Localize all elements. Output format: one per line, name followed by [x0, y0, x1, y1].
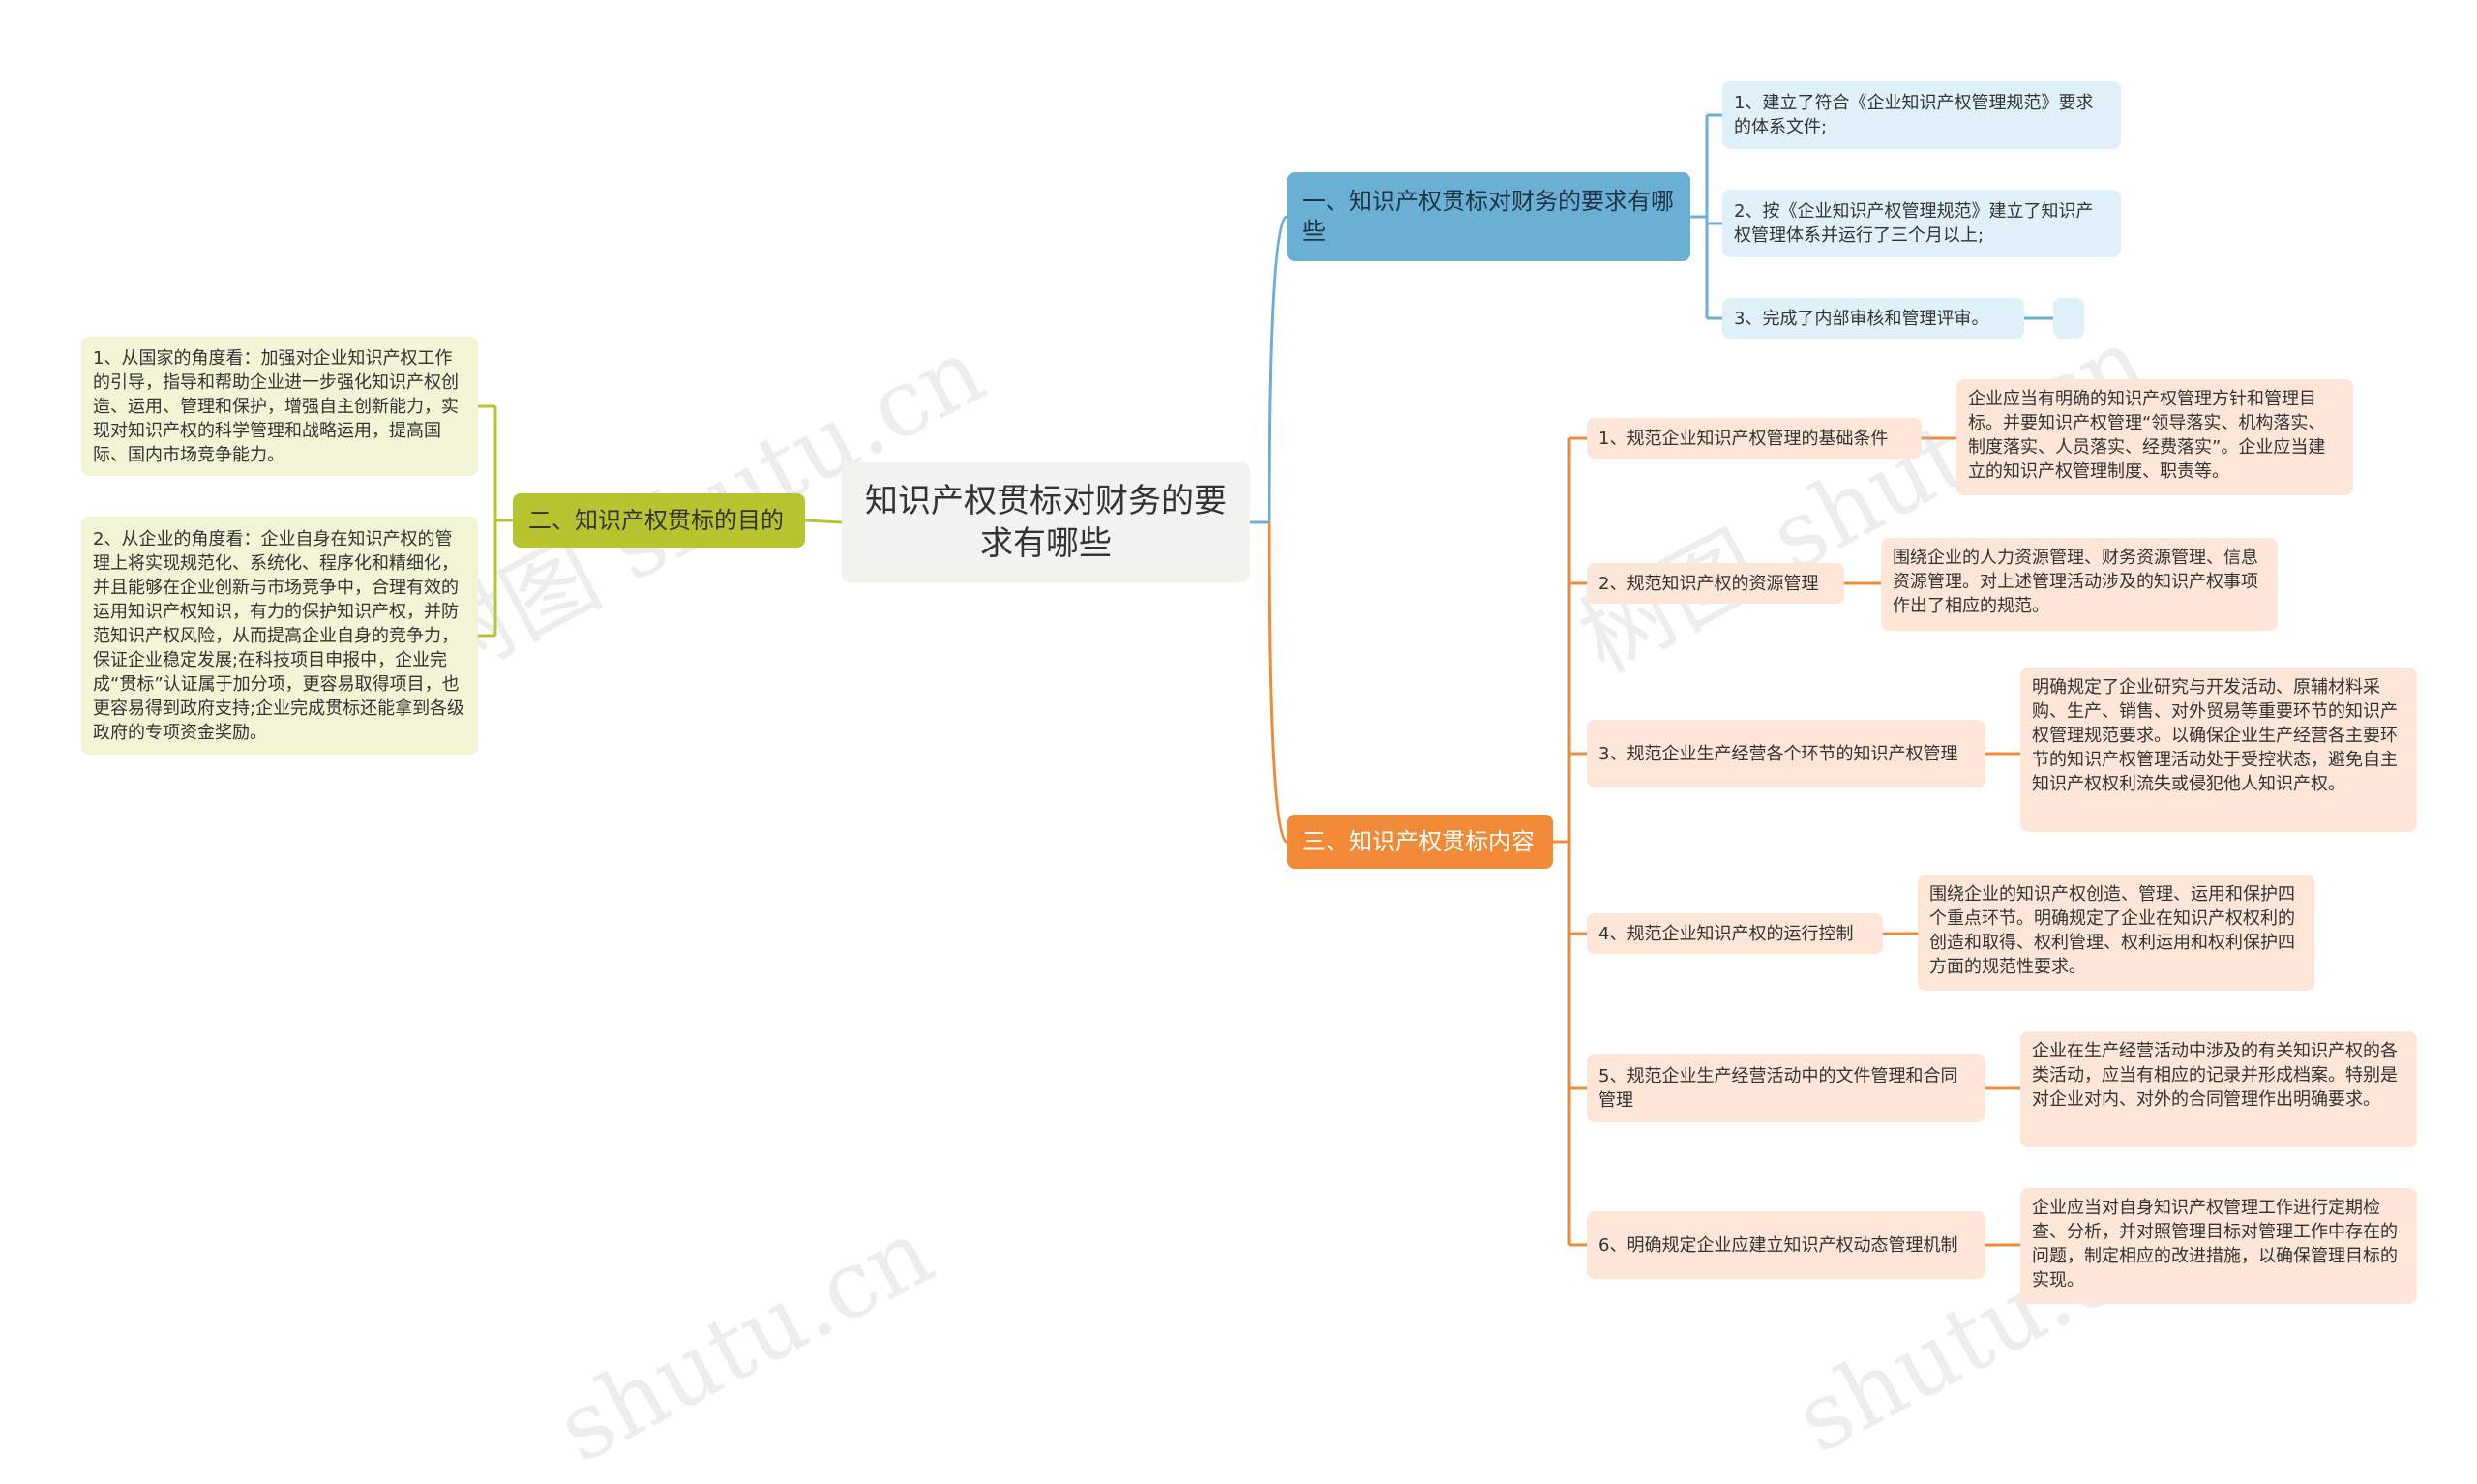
- branch-label: 一、知识产权贯标对财务的要求有哪些: [1302, 188, 1674, 245]
- content-detail-5[interactable]: 企业在生产经营活动中涉及的有关知识产权的各类活动，应当有相应的记录并形成档案。特…: [2020, 1031, 2417, 1147]
- leaf-text: 1、建立了符合《企业知识产权管理规范》要求的体系文件;: [1734, 93, 2094, 137]
- leaf-requirement-2[interactable]: 2、按《企业知识产权管理规范》建立了知识产权管理体系并运行了三个月以上;: [1722, 190, 2121, 257]
- content-detail-3[interactable]: 明确规定了企业研究与开发活动、原辅材料采购、生产、销售、对外贸易等重要环节的知识…: [2020, 668, 2417, 832]
- branch-finance-requirements[interactable]: 一、知识产权贯标对财务的要求有哪些: [1287, 172, 1690, 261]
- content-detail-6[interactable]: 企业应当对自身知识产权管理工作进行定期检查、分析，并对照管理目标对管理工作中存在…: [2020, 1188, 2417, 1304]
- content-detail-4[interactable]: 围绕企业的知识产权创造、管理、运用和保护四个重点环节。明确规定了企业在知识产权权…: [1918, 875, 2314, 991]
- leaf-text: 3、完成了内部审核和管理评审。: [1734, 308, 1989, 329]
- leaf-purpose-enterprise[interactable]: 2、从企业的角度看：企业自身在知识产权的管理上将实现规范化、系统化、程序化和精细…: [81, 517, 478, 755]
- watermark: shutu.cn: [540, 1198, 950, 1484]
- root-topic-label: 知识产权贯标对财务的要求有哪些: [865, 482, 1227, 563]
- content-detail-2[interactable]: 围绕企业的人力资源管理、财务资源管理、信息资源管理。对上述管理活动涉及的知识产权…: [1881, 538, 2278, 631]
- content-item-6[interactable]: 6、明确规定企业应建立知识产权动态管理机制: [1587, 1211, 1985, 1279]
- item-title: 5、规范企业生产经营活动中的文件管理和合同管理: [1598, 1066, 1958, 1111]
- root-topic[interactable]: 知识产权贯标对财务的要求有哪些: [842, 462, 1250, 582]
- leaf-purpose-national[interactable]: 1、从国家的角度看：加强对企业知识产权工作的引导，指导和帮助企业进一步强化知识产…: [81, 337, 478, 476]
- link-b1: [1268, 215, 1289, 523]
- item-detail: 明确规定了企业研究与开发活动、原辅材料采购、生产、销售、对外贸易等重要环节的知识…: [2032, 677, 2398, 794]
- item-detail: 企业应当有明确的知识产权管理方针和管理目标。并要知识产权管理“领导落实、机构落实…: [1968, 389, 2326, 482]
- content-detail-1[interactable]: 企业应当有明确的知识产权管理方针和管理目标。并要知识产权管理“领导落实、机构落实…: [1956, 379, 2353, 495]
- mindmap-canvas: 树图 shutu.cn 树图 shutu.cn shutu.cn shutu.c…: [81, 81, 2417, 1484]
- item-title: 6、明确规定企业应建立知识产权动态管理机制: [1598, 1234, 1958, 1256]
- item-title: 4、规范企业知识产权的运行控制: [1598, 923, 1854, 944]
- item-title: 2、规范知识产权的资源管理: [1598, 573, 1819, 594]
- item-detail: 企业应当对自身知识产权管理工作进行定期检查、分析，并对照管理目标对管理工作中存在…: [2032, 1198, 2398, 1291]
- leaf-requirement-3-child[interactable]: [2053, 298, 2084, 339]
- item-detail: 围绕企业的人力资源管理、财务资源管理、信息资源管理。对上述管理活动涉及的知识产权…: [1893, 548, 2258, 616]
- branch-content[interactable]: 三、知识产权贯标内容: [1287, 815, 1553, 869]
- branch-label: 二、知识产权贯标的目的: [528, 507, 784, 534]
- leaf-text: 1、从国家的角度看：加强对企业知识产权工作的引导，指导和帮助企业进一步强化知识产…: [93, 347, 459, 465]
- leaf-requirement-1[interactable]: 1、建立了符合《企业知识产权管理规范》要求的体系文件;: [1722, 81, 2121, 149]
- content-item-2[interactable]: 2、规范知识产权的资源管理: [1587, 563, 1844, 604]
- item-detail: 围绕企业的知识产权创造、管理、运用和保护四个重点环节。明确规定了企业在知识产权权…: [1929, 884, 2295, 977]
- content-item-3[interactable]: 3、规范企业生产经营各个环节的知识产权管理: [1587, 720, 1985, 787]
- content-item-4[interactable]: 4、规范企业知识产权的运行控制: [1587, 913, 1883, 954]
- link-b2: [804, 519, 843, 524]
- leaf-requirement-3[interactable]: 3、完成了内部审核和管理评审。: [1722, 298, 2024, 339]
- leaf-text: 2、从企业的角度看：企业自身在知识产权的管理上将实现规范化、系统化、程序化和精细…: [93, 528, 465, 743]
- branch-label: 三、知识产权贯标内容: [1302, 828, 1535, 855]
- item-title: 1、规范企业知识产权管理的基础条件: [1598, 428, 1889, 449]
- branch-purpose[interactable]: 二、知识产权贯标的目的: [513, 493, 805, 548]
- item-detail: 企业在生产经营活动中涉及的有关知识产权的各类活动，应当有相应的记录并形成档案。特…: [2032, 1041, 2398, 1110]
- link-b3: [1268, 521, 1289, 844]
- leaf-text: 2、按《企业知识产权管理规范》建立了知识产权管理体系并运行了三个月以上;: [1734, 201, 2094, 246]
- item-title: 3、规范企业生产经营各个环节的知识产权管理: [1598, 743, 1958, 764]
- content-item-5[interactable]: 5、规范企业生产经营活动中的文件管理和合同管理: [1587, 1054, 1985, 1122]
- content-item-1[interactable]: 1、规范企业知识产权管理的基础条件: [1587, 418, 1922, 459]
